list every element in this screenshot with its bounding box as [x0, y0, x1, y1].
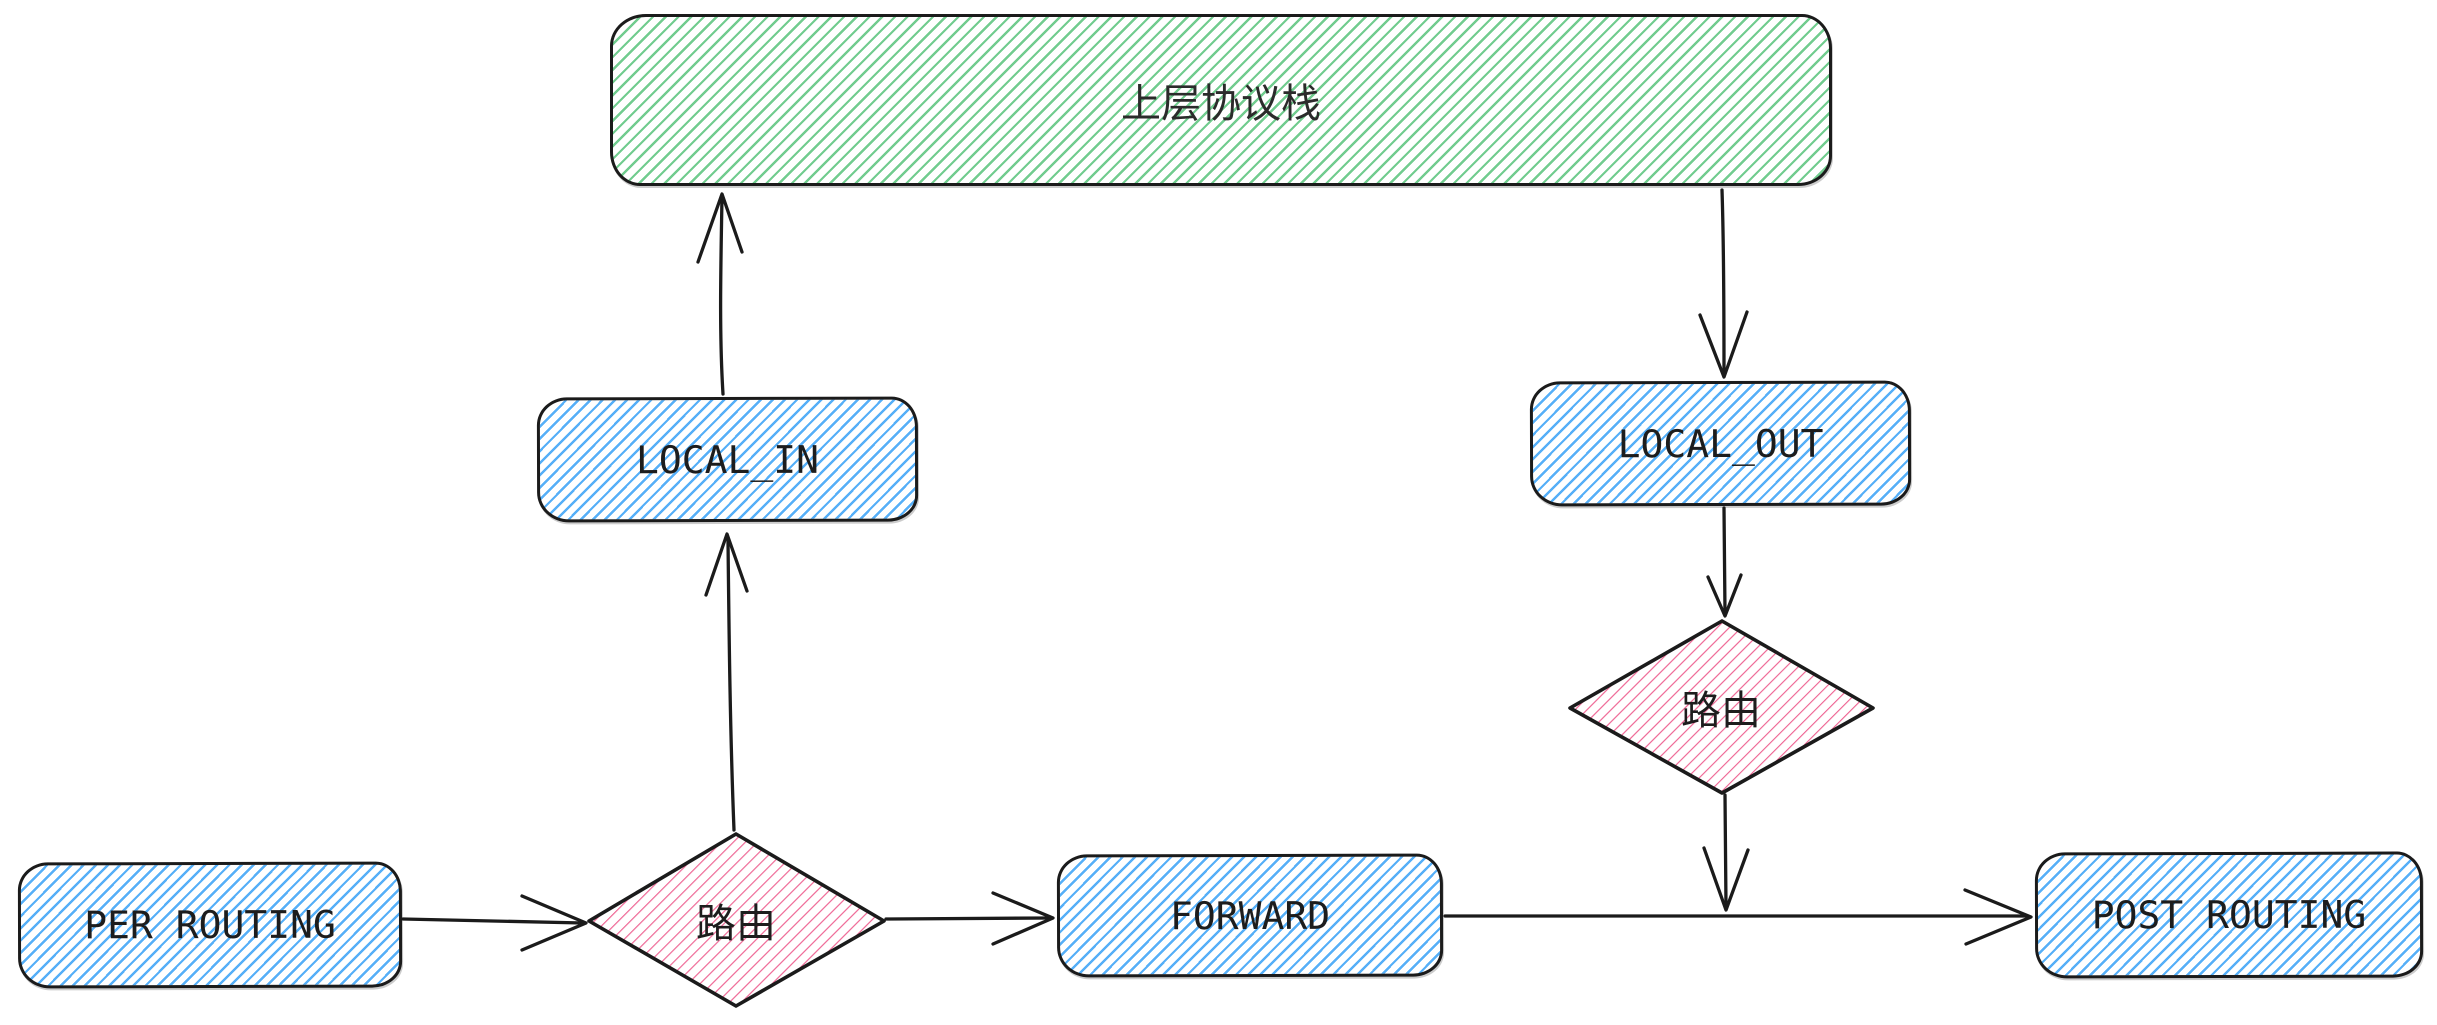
arrow-route-to-local-in: [704, 532, 749, 832]
node-forward: FORWARD: [1056, 853, 1444, 978]
node-local-out-label: LOCAL_OUT: [1617, 421, 1824, 466]
decision-route-out-shape: [1568, 619, 1875, 795]
node-forward-label: FORWARD: [1169, 893, 1331, 938]
arrow-local-in-to-stack: [696, 192, 744, 396]
arrow-forward-to-post-routing: [1443, 888, 2033, 946]
node-per-routing-label: PER ROUTING: [84, 902, 336, 948]
arrow-per-routing-to-route: [401, 894, 588, 952]
arrow-route-to-forward: [884, 891, 1055, 946]
node-protocol-stack-label: 上层协议栈: [1121, 81, 1321, 127]
node-post-routing: POST ROUTING: [2034, 851, 2424, 979]
arrow-local-out-to-route: [1706, 506, 1743, 618]
node-protocol-stack: 上层协议栈: [610, 14, 1832, 186]
arrow-route-to-line: [1702, 793, 1750, 912]
node-local-out: LOCAL_OUT: [1529, 380, 1912, 507]
node-local-in: LOCAL_IN: [536, 396, 919, 523]
node-per-routing: PER ROUTING: [17, 861, 403, 989]
arrow-stack-to-local-out: [1698, 188, 1749, 379]
decision-route-in-shape: [587, 832, 886, 1008]
node-local-in-label: LOCAL_IN: [635, 437, 820, 482]
node-post-routing-label: POST ROUTING: [2091, 892, 2367, 938]
